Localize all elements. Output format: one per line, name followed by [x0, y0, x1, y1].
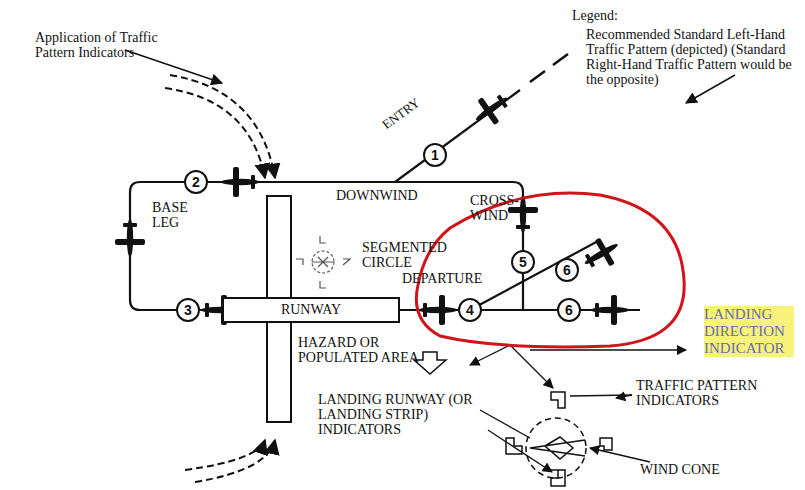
runway-label: RUNWAY	[281, 302, 341, 318]
legend-text: Recommended Standard Left-Hand Traffic P…	[586, 27, 801, 87]
callout-circle: 6	[557, 298, 581, 322]
text-label: CROSS- WIND	[470, 193, 522, 223]
text-label: LANDING DIRECTION INDICATOR	[704, 306, 794, 357]
callout-circle: 1	[423, 143, 447, 167]
callout-number: 2	[192, 174, 200, 190]
callout-number: 5	[519, 254, 527, 270]
callout-number: 4	[466, 302, 474, 318]
text-label: HAZARD OR POPULATED AREA	[298, 335, 448, 365]
callout-circle: 5	[511, 250, 535, 274]
text-label: TRAFFIC PATTERN INDICATORS	[636, 378, 766, 408]
text-label: DOWNWIND	[336, 188, 418, 203]
text-label: WIND CONE	[640, 462, 720, 477]
callout-circle: 2	[184, 170, 208, 194]
runway-box: RUNWAY	[222, 297, 400, 323]
callout-circle: 3	[176, 298, 200, 322]
callout-circle: 6	[555, 258, 579, 282]
text-label: LANDING RUNWAY (OR LANDING STRIP) INDICA…	[318, 392, 478, 437]
text-label: ENTRY	[379, 95, 422, 132]
callout-number: 3	[184, 302, 192, 318]
text-label: Application of Traffic Pattern Indicator…	[35, 30, 200, 60]
text-label: Legend:	[572, 8, 618, 23]
callout-circle: 4	[458, 298, 482, 322]
text-label: SEGMENTED CIRCLE	[362, 240, 454, 270]
text-label: DEPARTURE	[402, 271, 482, 286]
text-label: BASE LEG	[152, 200, 204, 230]
callout-number: 6	[565, 302, 573, 318]
callout-number: 6	[563, 262, 571, 278]
callout-number: 1	[431, 147, 439, 163]
